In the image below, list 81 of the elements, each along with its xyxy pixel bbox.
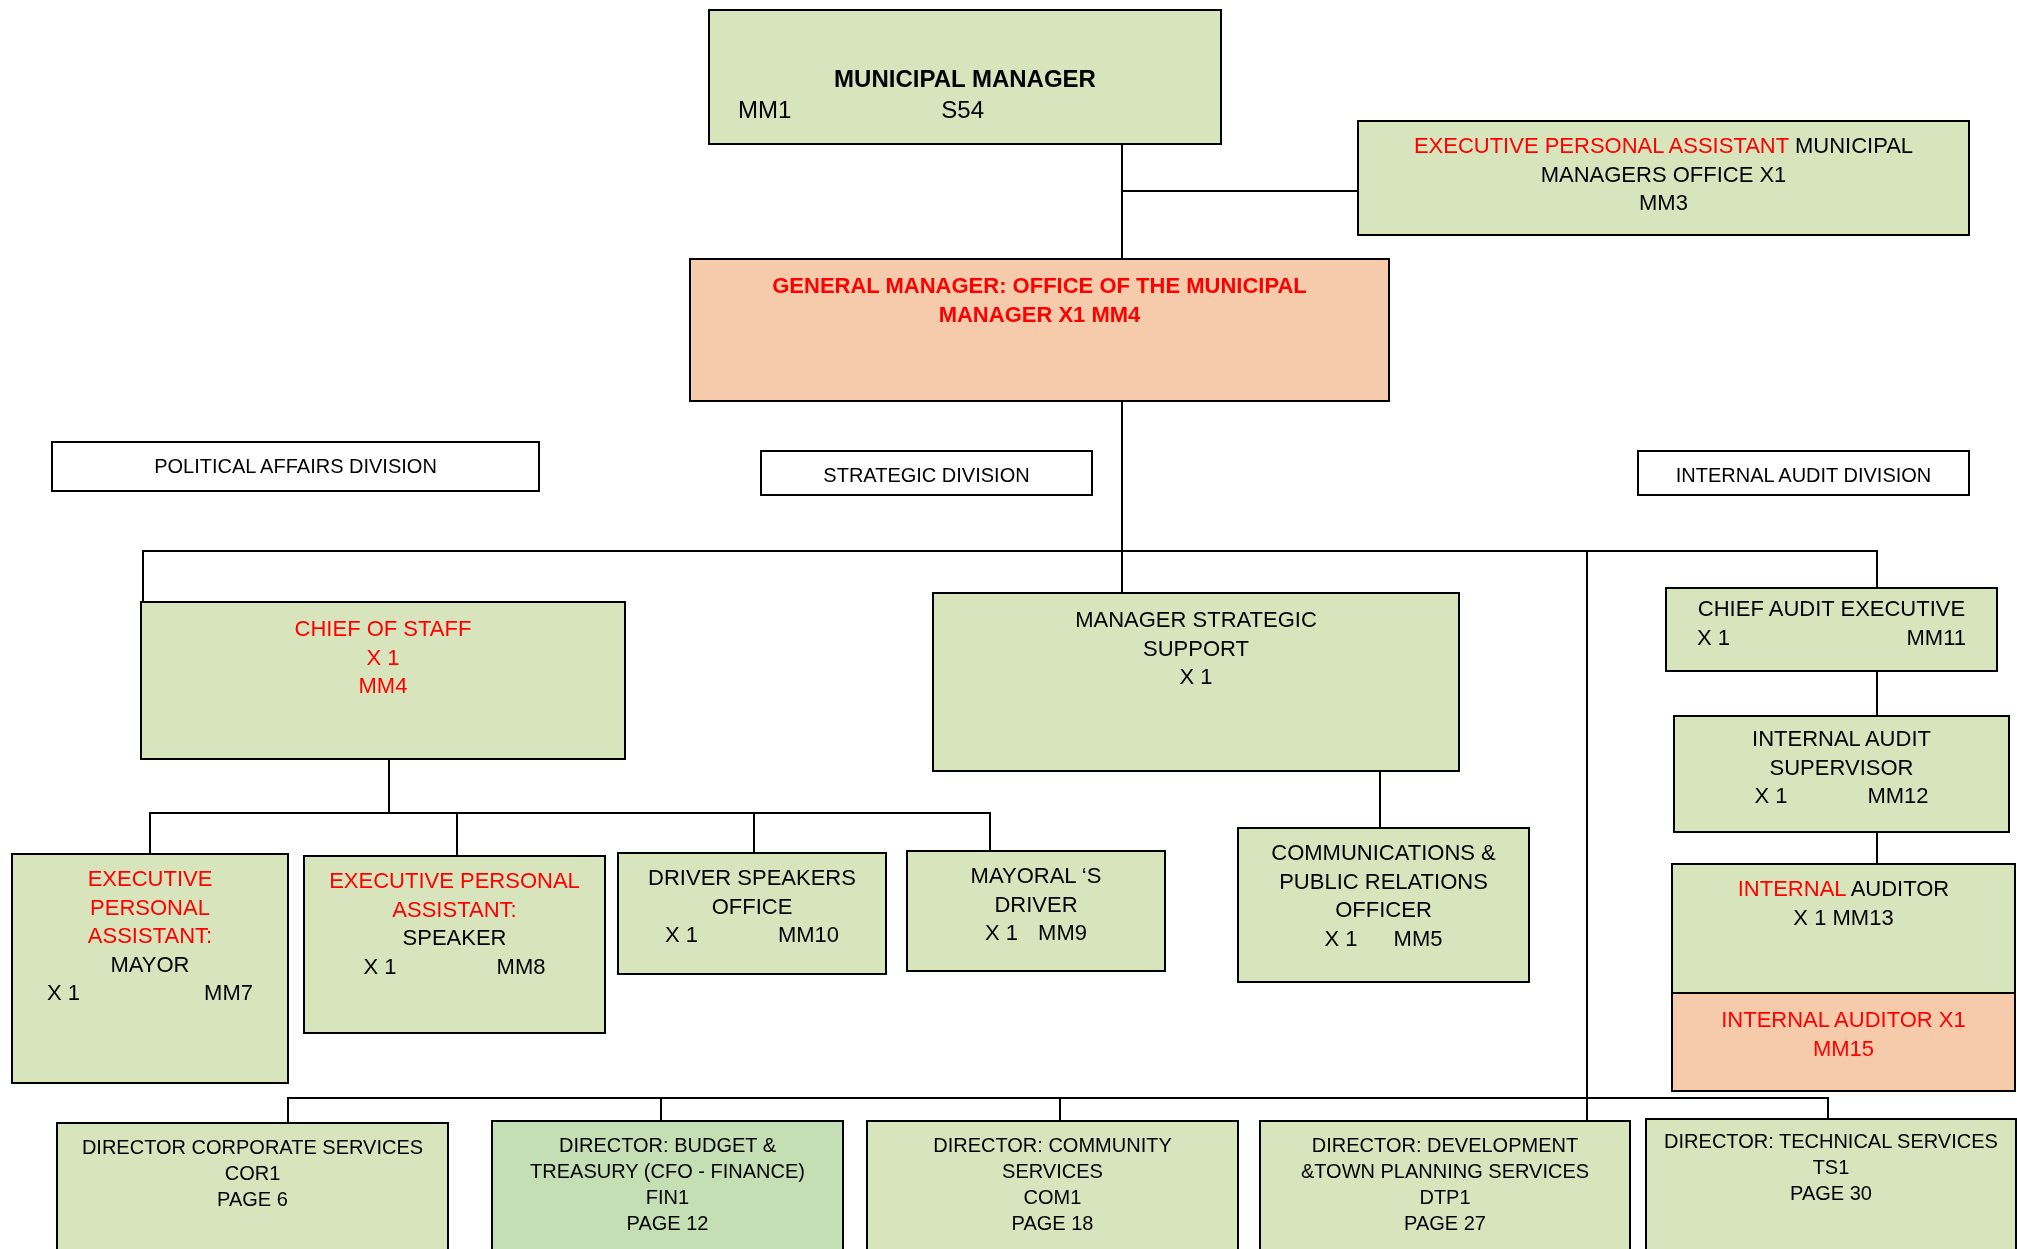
post-code: X 1: [1754, 782, 1788, 811]
post-code: COR1: [224, 1161, 281, 1186]
connector-line: [1121, 144, 1123, 259]
position-box: [617, 852, 887, 975]
position-title: DRIVER SPEAKERS OFFICE: [647, 864, 857, 921]
position-title: MANAGER STRATEGIC SUPPORT: [1074, 606, 1318, 663]
position-box: [11, 853, 289, 1084]
division-name: STRATEGIC DIVISION: [823, 463, 1030, 488]
position-box: [1671, 863, 2016, 994]
connector-line: [1876, 832, 1878, 864]
post-code: MM9: [1038, 919, 1087, 948]
position-box: [1673, 715, 2010, 833]
post-code: X 1: [1324, 924, 1358, 953]
position-title: INTERNAL AUDITOR: [1737, 875, 1950, 903]
post-code: X 1: [47, 979, 81, 1008]
position-box: [1259, 1120, 1631, 1249]
post-code: COM1: [1023, 1185, 1082, 1210]
post-code: X 1: [664, 921, 698, 950]
post-code: X 1: [363, 952, 397, 981]
position-box: [932, 592, 1460, 772]
post-code: PAGE 30: [1790, 1181, 1872, 1206]
position-title: DIRECTOR: TECHNICAL SERVICES: [1664, 1129, 1998, 1154]
post-code: MM3: [1639, 189, 1688, 218]
position-title: INTERNAL AUDITOR X1 MM15: [1720, 1006, 1967, 1063]
position-box: [303, 855, 606, 1034]
post-code: X 1: [366, 643, 400, 672]
position-box: [56, 1122, 449, 1249]
position-title: INTERNAL AUDIT SUPERVISOR: [1751, 725, 1932, 782]
post-code: MM1: [738, 95, 792, 126]
position-box: [906, 850, 1166, 972]
position-box: [1237, 827, 1530, 983]
position-box: [689, 258, 1390, 402]
division-label-box: [51, 441, 540, 492]
post-code: PAGE 12: [626, 1211, 709, 1236]
post-code: MM5: [1393, 924, 1443, 953]
post-code: DTP1: [1419, 1185, 1471, 1210]
post-code: MAYOR: [110, 950, 190, 979]
position-title: CHIEF OF STAFF: [294, 615, 472, 643]
post-code: X 1: [1179, 663, 1213, 692]
post-code: SPEAKER: [402, 924, 507, 953]
post-code: MM8: [496, 952, 546, 981]
post-code: MM12: [1867, 782, 1929, 811]
position-title: EXECUTIVE PERSONAL ASSISTANT MUNICIPAL MANAGERS OFFICE X1: [1412, 132, 1915, 189]
position-box: [1357, 120, 1970, 236]
position-title: X 1 MM13: [1793, 903, 1894, 932]
position-box: [1671, 992, 2016, 1092]
division-label-box: [1637, 450, 1970, 496]
connector-line: [1876, 671, 1878, 716]
post-code: MM7: [204, 979, 253, 1008]
position-title: DIRECTOR: DEVELOPMENT &TOWN PLANNING SERVICES: [1299, 1133, 1591, 1184]
position-box: [1665, 587, 1998, 672]
position-title: GENERAL MANAGER: OFFICE OF THE MUNICIPAL MANAGER X1 MM4: [771, 272, 1308, 329]
position-box: [866, 1120, 1239, 1249]
position-box: [491, 1120, 844, 1249]
post-code: PAGE 27: [1404, 1211, 1486, 1236]
post-code: MM11: [1906, 623, 1966, 652]
position-title: EXECUTIVE PERSONAL ASSISTANT:: [328, 867, 581, 924]
position-title: DIRECTOR: BUDGET & TREASURY (CFO - FINANCE): [529, 1133, 806, 1184]
position-box: [140, 601, 626, 760]
position-title: DIRECTOR CORPORATE SERVICES: [81, 1135, 424, 1160]
position-title: CHIEF AUDIT EXECUTIVE: [1697, 595, 1966, 623]
post-code: TS1: [1812, 1155, 1850, 1180]
connector-line: [1379, 771, 1381, 828]
post-code: FIN1: [645, 1185, 690, 1210]
division-name: INTERNAL AUDIT DIVISION: [1675, 463, 1932, 488]
post-code: X 1: [1697, 623, 1731, 652]
position-title: MAYORAL ‘S DRIVER: [969, 862, 1103, 919]
post-code: MM4: [358, 672, 408, 701]
position-box: [1645, 1118, 2017, 1249]
post-code: X 1: [985, 919, 1019, 948]
post-code: MM10: [777, 921, 840, 950]
post-code: PAGE 6: [217, 1187, 288, 1212]
position-title: EXECUTIVE PERSONAL ASSISTANT:: [86, 865, 214, 951]
position-title: DIRECTOR: COMMUNITY SERVICES: [932, 1133, 1173, 1184]
division-label-box: [760, 450, 1093, 496]
division-name: POLITICAL AFFAIRS DIVISION: [154, 454, 437, 479]
post-code: PAGE 18: [1011, 1211, 1094, 1236]
post-code: S54: [941, 95, 985, 126]
position-title: MUNICIPAL MANAGER: [834, 64, 1096, 94]
position-box: [708, 9, 1222, 145]
position-title: COMMUNICATIONS & PUBLIC RELATIONS OFFICER: [1270, 839, 1497, 925]
